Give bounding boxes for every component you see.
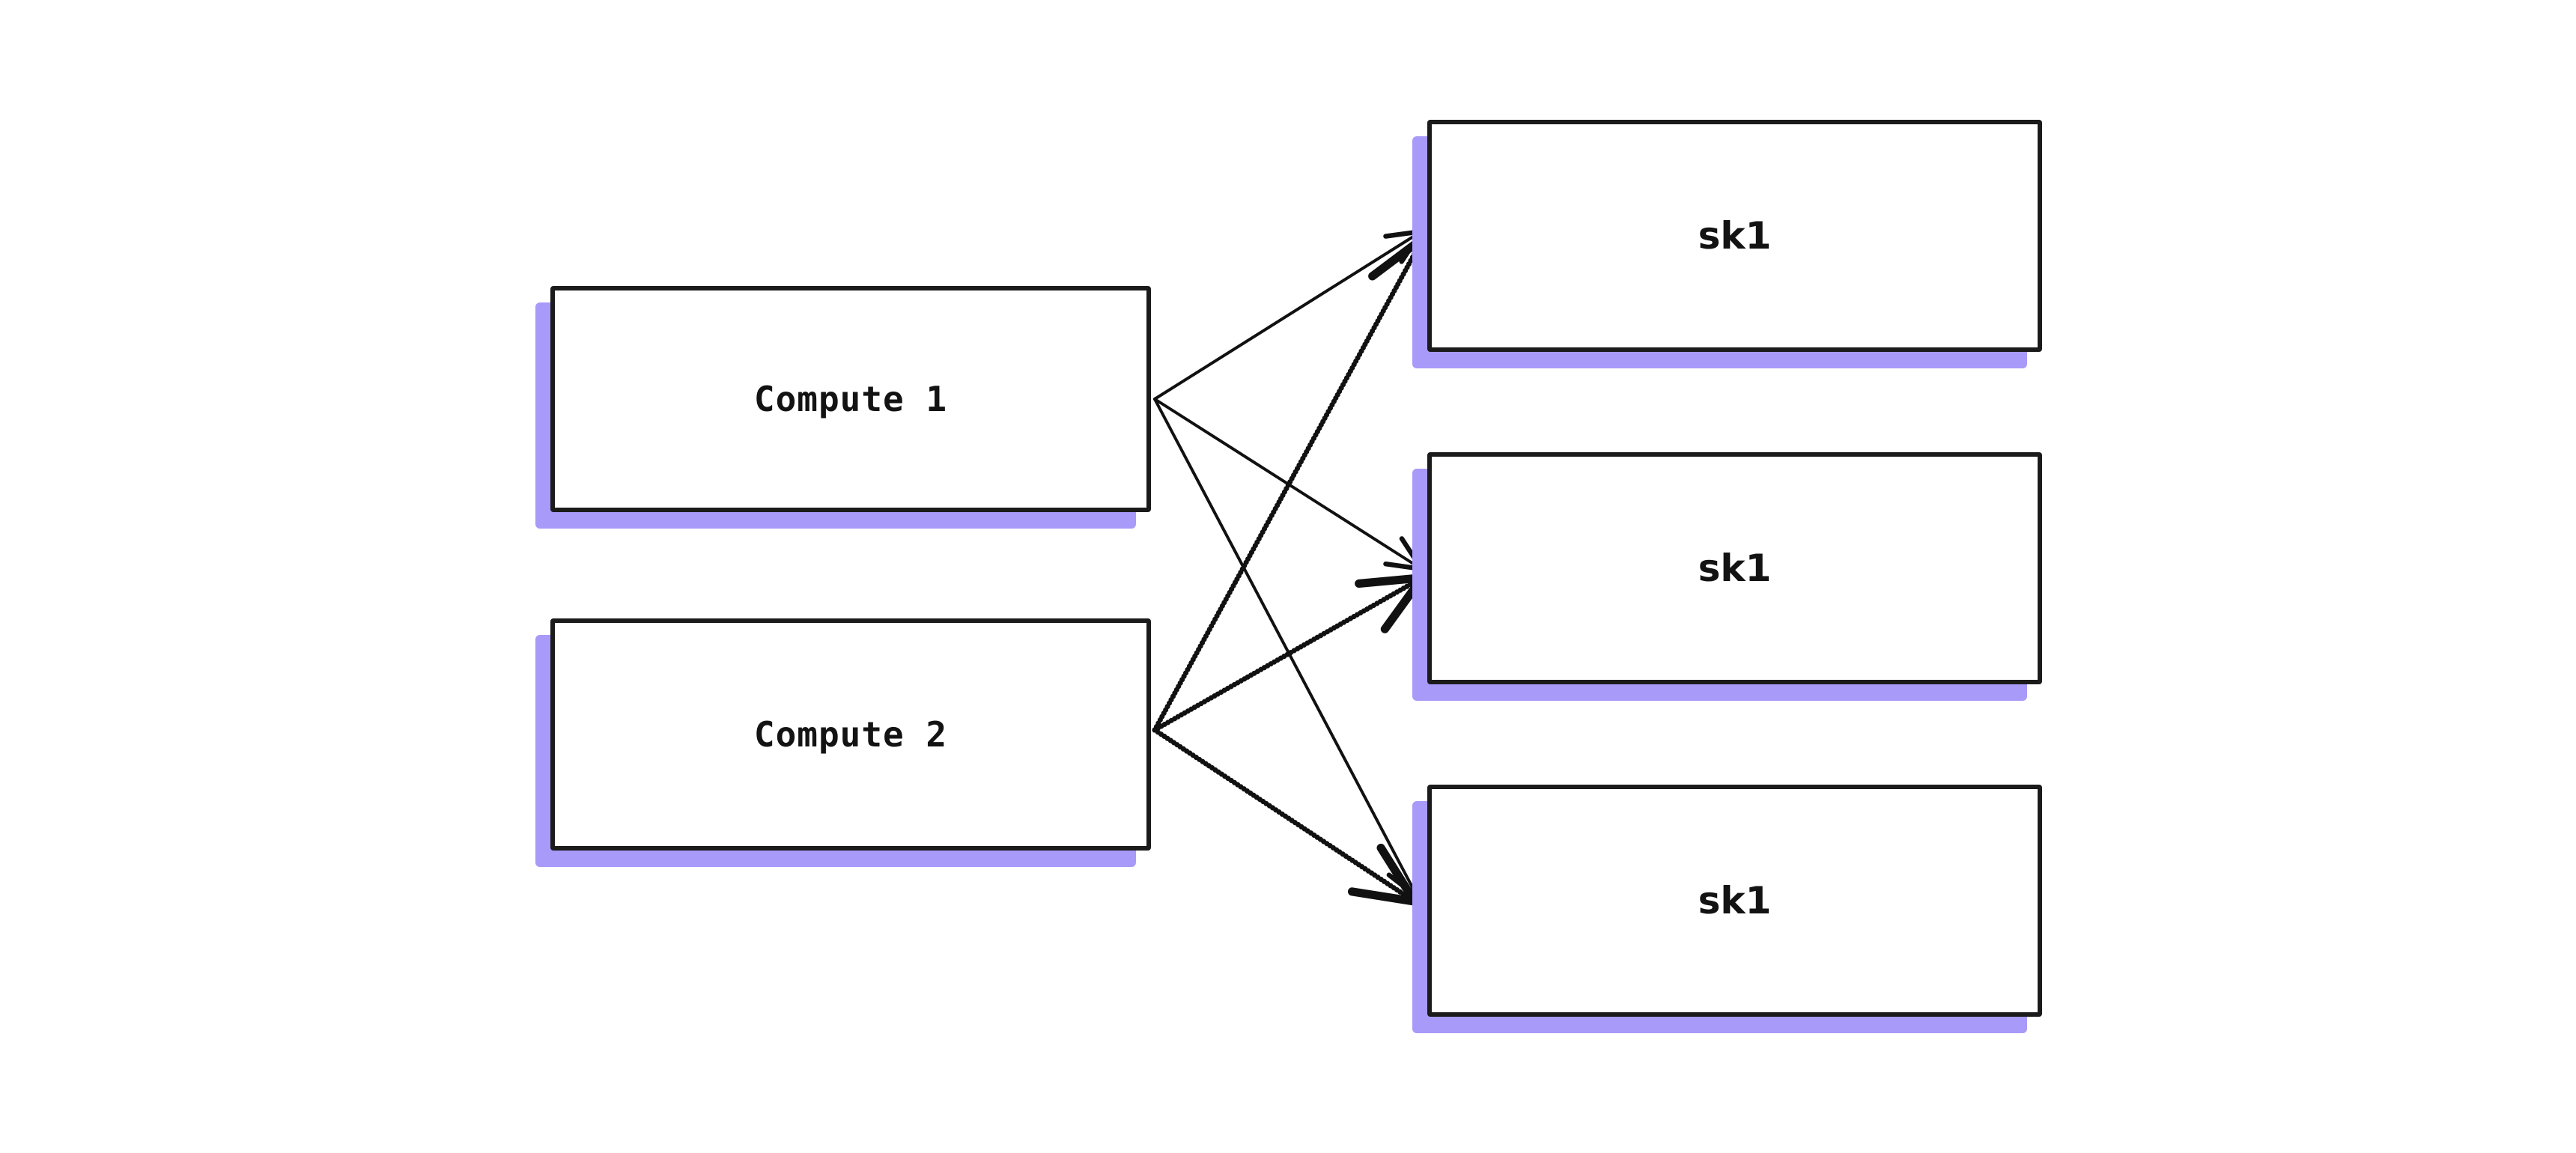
node-body-sk1-c[interactable]: sk1: [1427, 785, 2042, 1017]
node-label-sk1-a: sk1: [1698, 214, 1772, 258]
node-body-sk1-a[interactable]: sk1: [1427, 120, 2042, 352]
node-body-compute-2[interactable]: Compute 2: [550, 618, 1151, 851]
node-label-sk1-c: sk1: [1698, 879, 1772, 922]
node-body-sk1-b[interactable]: sk1: [1427, 452, 2042, 684]
node-label-sk1-b: sk1: [1698, 547, 1772, 590]
node-label-compute-2: Compute 2: [753, 714, 948, 755]
node-label-compute-1: Compute 1: [753, 379, 948, 419]
node-body-compute-1[interactable]: Compute 1: [550, 286, 1151, 512]
